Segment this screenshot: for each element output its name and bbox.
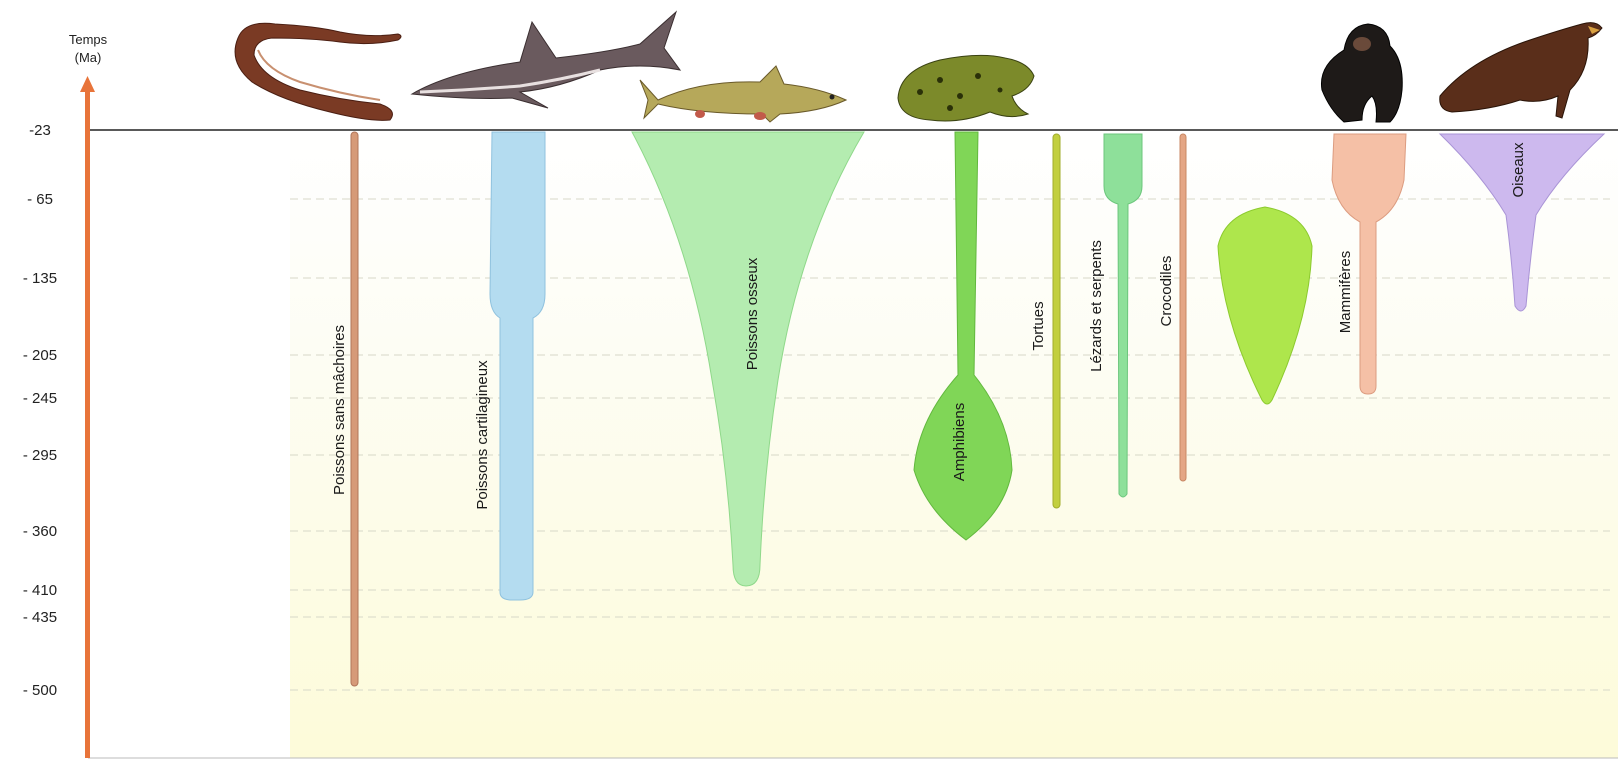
tick-label: - 360 (23, 523, 57, 540)
tick-label: - 135 (23, 270, 57, 287)
tick-label: - 205 (23, 347, 57, 364)
tick-label: - 295 (23, 447, 57, 464)
chimpanzee-icon (1321, 24, 1402, 122)
label-oiseaux: Oiseaux (1510, 142, 1527, 198)
lineage-crocodiles (1180, 134, 1186, 481)
axis-title-line2: (Ma) (75, 50, 102, 65)
time-axis-arrow (80, 76, 95, 92)
label-amphibiens: Amphibiens (951, 403, 968, 481)
label-crocodiles: Crocodiles (1158, 256, 1175, 327)
label-osseux: Poissons osseux (744, 257, 761, 370)
tick-label: - 245 (23, 390, 57, 407)
tick-label: - 435 (23, 609, 57, 626)
lineage-agnathes (351, 132, 358, 686)
tick-label: -23 (29, 122, 51, 139)
label-cartilagineux: Poissons cartilagineux (474, 360, 491, 510)
label-tortues: Tortues (1030, 301, 1047, 350)
tick-label: - 410 (23, 582, 57, 599)
time-axis: Temps (Ma) -23 - 65 - 135 - 205 - 245 - 295 - … (23, 32, 108, 758)
time-axis-bar (85, 88, 90, 758)
label-agnathes: Poissons sans mâchoires (331, 325, 348, 495)
lineage-tortues (1053, 134, 1060, 508)
tick-label: - 500 (23, 682, 57, 699)
eagle-icon (1440, 23, 1602, 118)
frog-icon (898, 55, 1034, 121)
tick-label: - 65 (27, 191, 53, 208)
axis-title-line1: Temps (69, 32, 108, 47)
fish-icon (640, 66, 846, 122)
shark-icon (412, 12, 680, 108)
label-mammiferes: Mammifères (1337, 251, 1354, 334)
label-lezards: Lézards et serpents (1088, 240, 1105, 372)
lamprey-icon (235, 23, 401, 120)
